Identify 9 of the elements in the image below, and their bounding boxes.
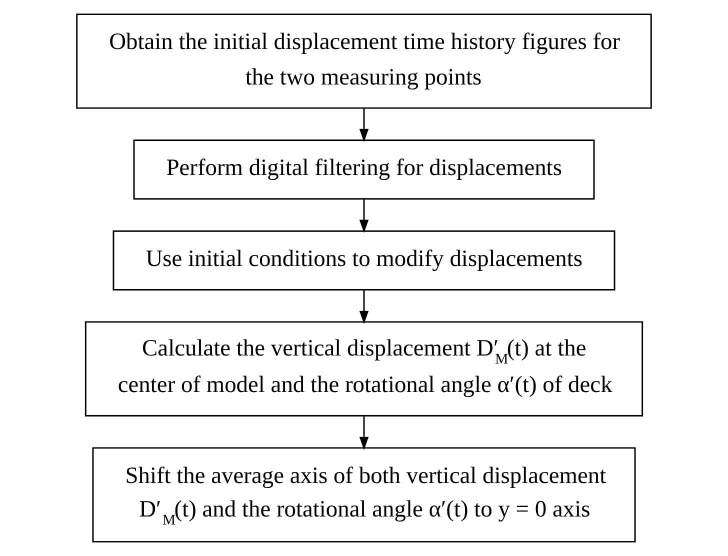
node-box: Perform digital filtering for displacements <box>133 140 595 200</box>
arrow <box>359 290 369 324</box>
arrow <box>359 199 369 233</box>
node-box: Obtain the initial displacement time history figures for the two measuring points <box>76 14 652 109</box>
node-box: Calculate the vertical displacement D′$_{M}$(t) at the center of model and the rotational angle α′(t) of deck <box>84 321 644 416</box>
node-box: Shift the average axis of both vertical displacement D′$_{M}$(t) and the rotational angle α′(t) to y = 0 axis <box>92 447 636 542</box>
arrow <box>359 108 369 142</box>
node-box: Use initial conditions to modify displacements <box>112 230 616 290</box>
arrow <box>359 416 369 450</box>
